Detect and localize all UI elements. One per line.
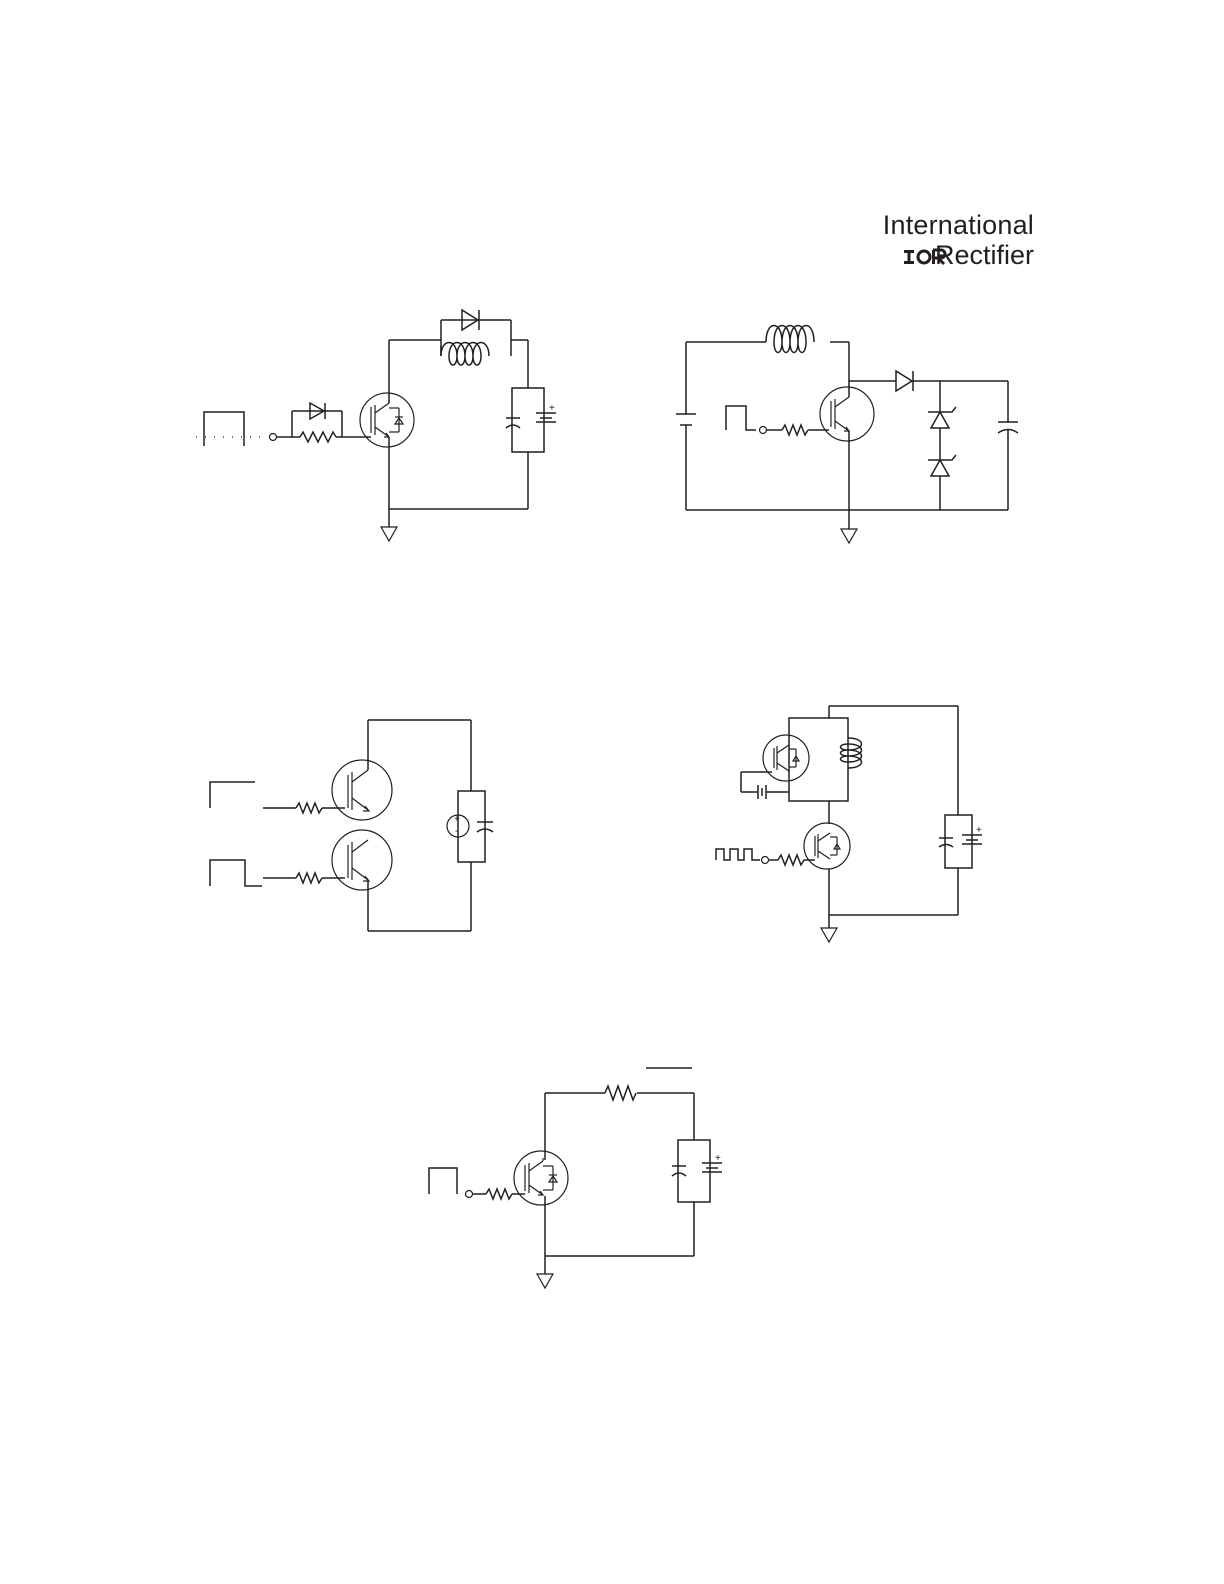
circuit-5: + — [428, 1067, 722, 1289]
logo-text-rectifier: Rectifier — [934, 240, 1034, 270]
diode-icon — [309, 401, 326, 421]
diode-icon — [895, 369, 914, 393]
capacitor-icon — [505, 424, 521, 429]
circuit-3: + - — [209, 719, 494, 932]
ground-icon — [536, 1273, 554, 1289]
ground-icon — [820, 927, 838, 943]
capacitor-icon — [476, 828, 494, 833]
igbt-icon — [762, 734, 810, 782]
igbt-icon — [331, 829, 393, 891]
resistor-icon — [299, 430, 337, 444]
resistor-icon — [777, 852, 805, 868]
igbt-icon — [331, 759, 393, 821]
circuit-1: + — [196, 308, 556, 542]
ior-logo-mark-icon — [904, 248, 947, 266]
minus-symbol: - — [455, 826, 458, 837]
pulse-icon — [428, 1167, 458, 1194]
pulse-icon — [715, 848, 760, 861]
ground-icon — [380, 526, 398, 542]
pulse-icon — [209, 859, 262, 887]
capacitor-icon — [938, 843, 954, 848]
ground-icon — [840, 528, 858, 544]
pulse-icon — [725, 405, 756, 431]
svg-text:+: + — [549, 403, 555, 414]
inductor-icon — [765, 324, 815, 354]
igbt-icon — [359, 392, 415, 448]
circuit-2 — [676, 324, 1019, 544]
zener-icon — [929, 458, 951, 477]
voltage-source-icon — [446, 814, 470, 838]
igbt-icon — [819, 386, 875, 442]
svg-text:+: + — [715, 1153, 721, 1164]
resistor-icon — [781, 422, 809, 438]
igbt-icon — [513, 1150, 569, 1206]
svg-text:+: + — [976, 825, 982, 836]
company-logo: International Rectifier — [880, 210, 1040, 272]
resistor-icon — [295, 800, 323, 816]
zener-icon — [929, 410, 951, 429]
resistor-icon — [295, 870, 323, 886]
resistor-icon — [604, 1083, 637, 1103]
circuit-4: + — [715, 705, 982, 943]
capacitor-icon — [671, 1172, 687, 1177]
inductor-icon — [440, 341, 490, 366]
pulse-icon — [203, 411, 245, 446]
pulse-icon — [209, 781, 255, 808]
igbt-icon — [803, 822, 851, 870]
resistor-icon — [485, 1186, 513, 1202]
logo-text-international: International — [882, 210, 1034, 240]
plus-symbol: + — [454, 814, 460, 825]
inductor-icon — [839, 737, 863, 769]
